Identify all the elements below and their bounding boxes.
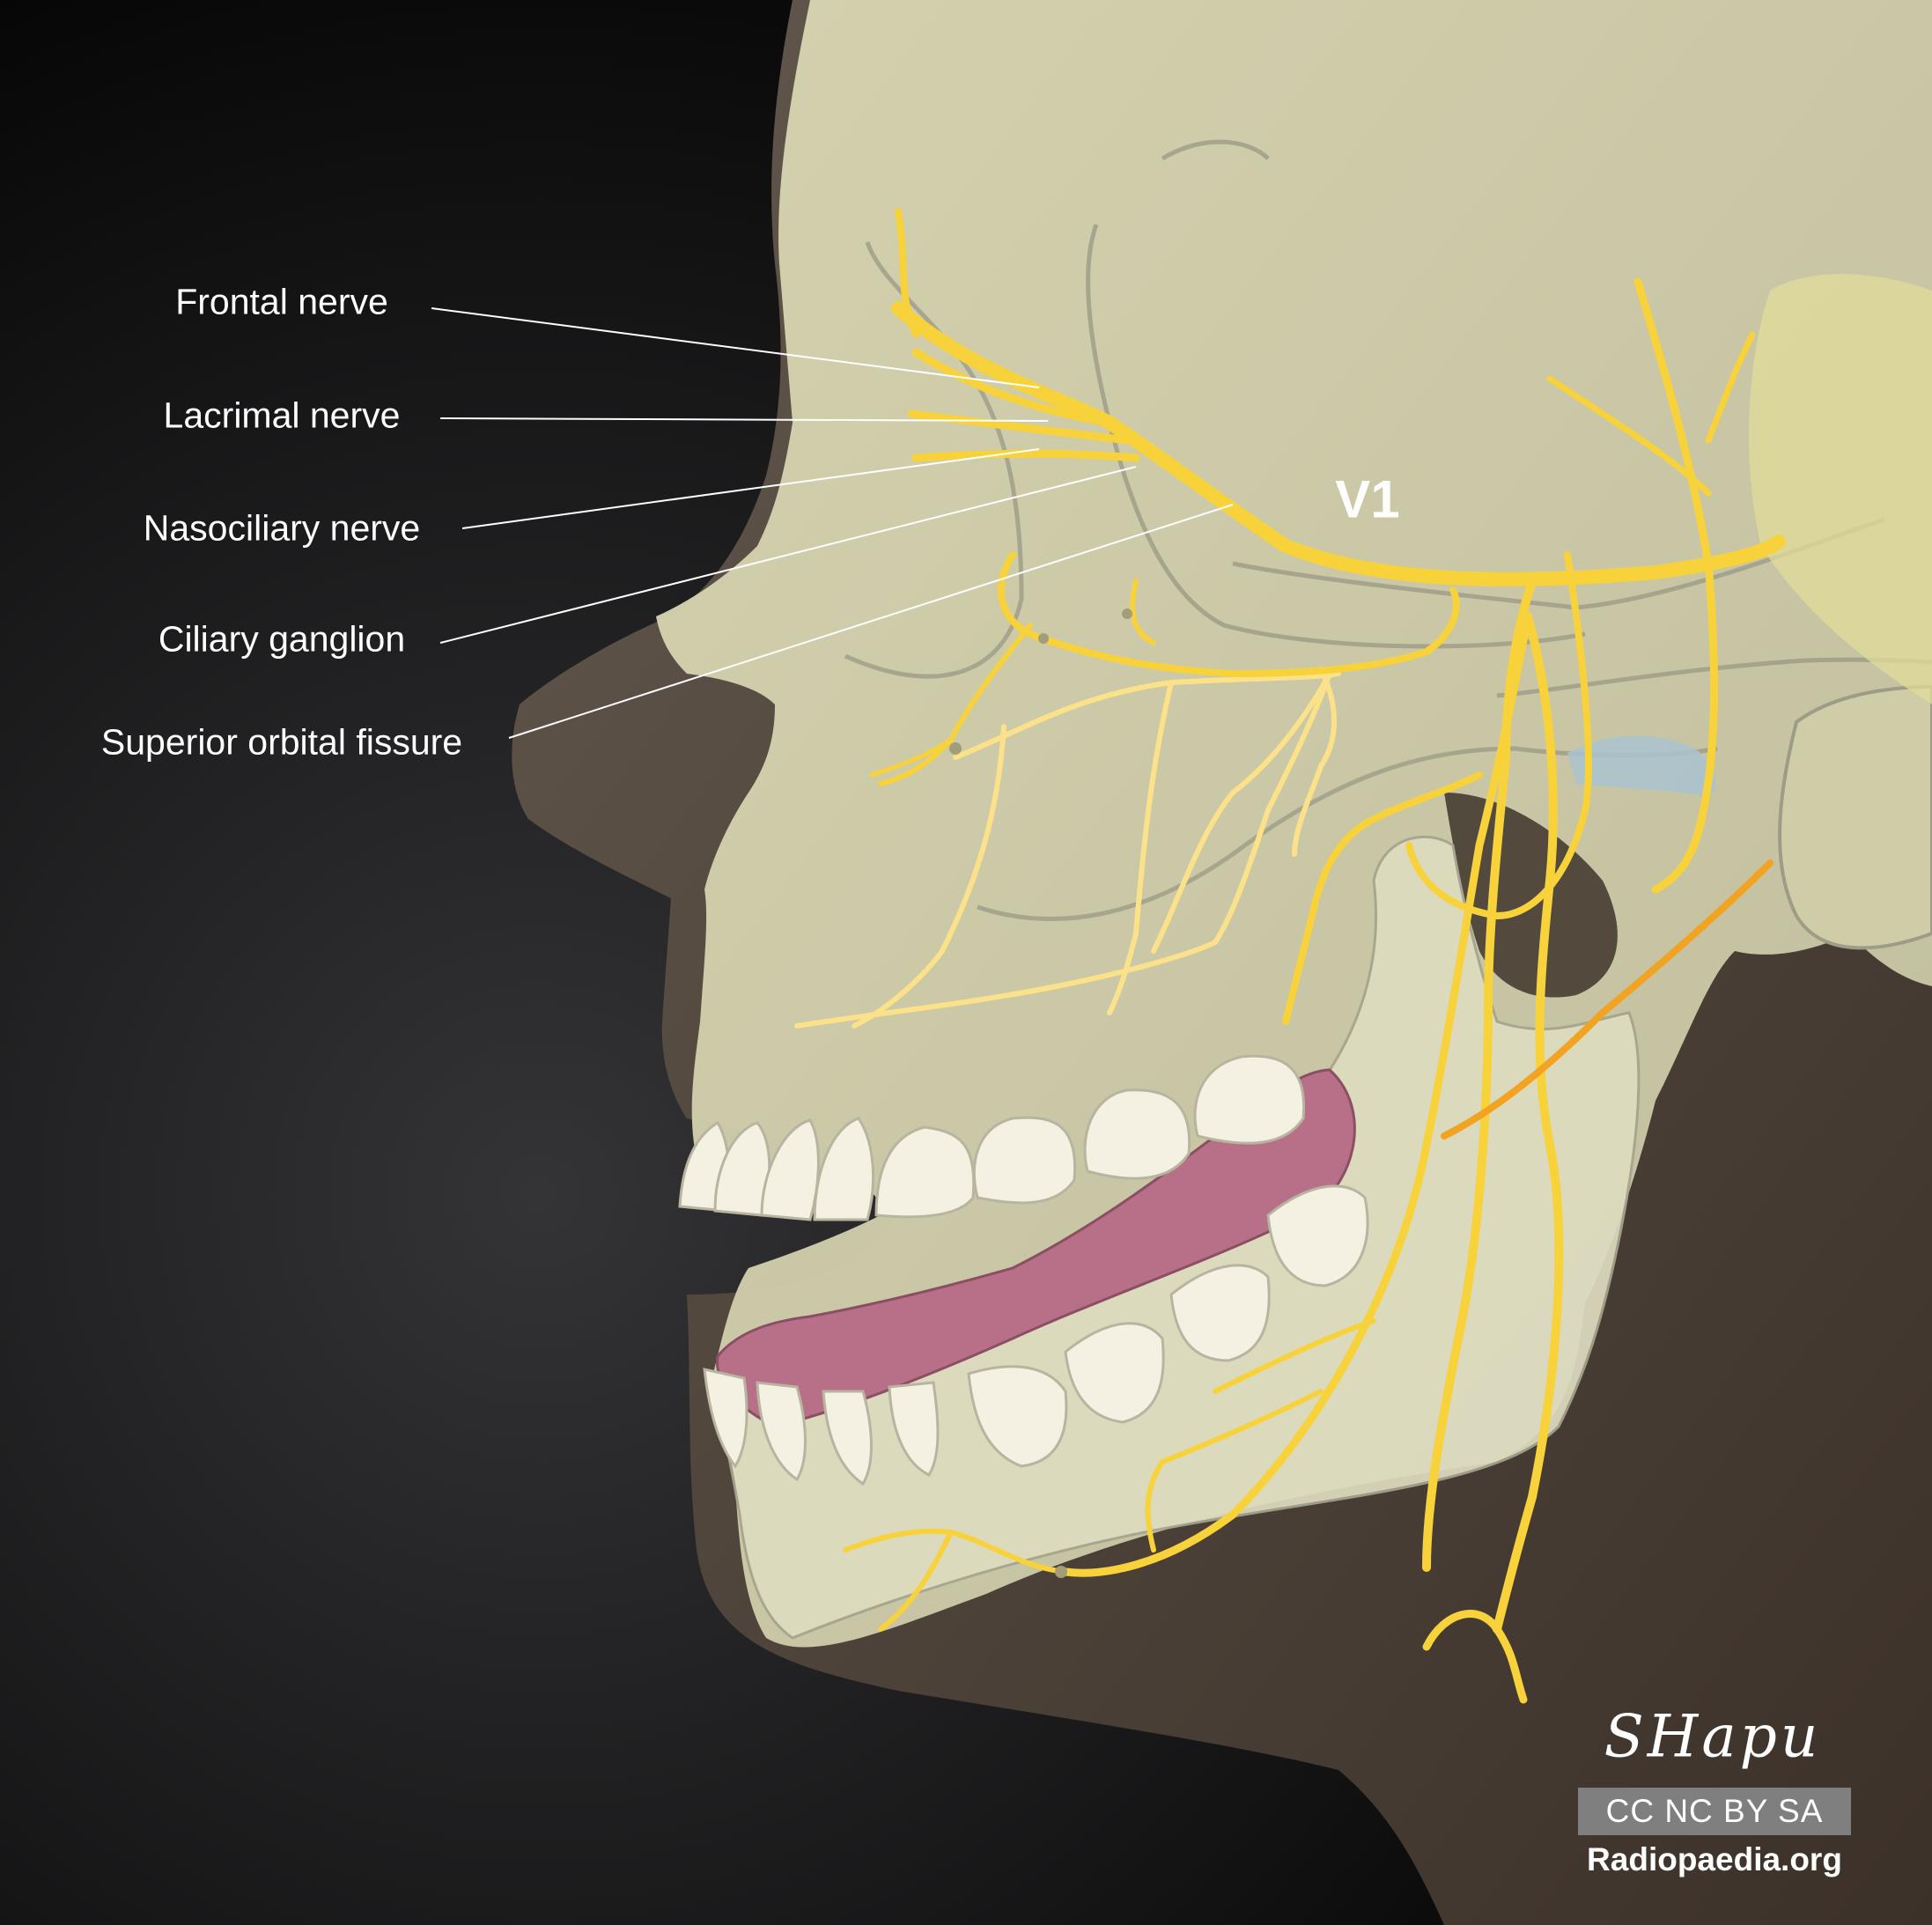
leader-lines (431, 307, 1234, 739)
license-badge: CC NC BY SA (1578, 1788, 1851, 1835)
ear (1749, 274, 1932, 950)
lacrimal-nerve-label: Lacrimal nerve (163, 395, 401, 436)
gums (715, 1068, 1356, 1428)
v1-division-label: V1 (1335, 469, 1400, 529)
superior-orbital-fissure-label: Superior orbital fissure (100, 721, 463, 763)
chorda-tympani (1441, 859, 1773, 1140)
tmj-disc (1567, 735, 1716, 797)
ganglion-dots (949, 608, 1132, 1578)
nasociliary-nerve-label: Nasociliary nerve (143, 507, 421, 549)
ciliary-ganglion-label: Ciliary ganglion (158, 618, 406, 660)
lower-teeth (703, 1184, 1369, 1486)
v2-v3-branches (794, 667, 1341, 1029)
artist-signature: SHapu (1604, 1702, 1822, 1771)
frontal-nerve-label: Frontal nerve (175, 281, 388, 322)
upper-teeth (678, 1054, 1306, 1221)
site-credit: Radiopaedia.org (1587, 1841, 1842, 1877)
trigeminal-nerve (843, 208, 1786, 1704)
